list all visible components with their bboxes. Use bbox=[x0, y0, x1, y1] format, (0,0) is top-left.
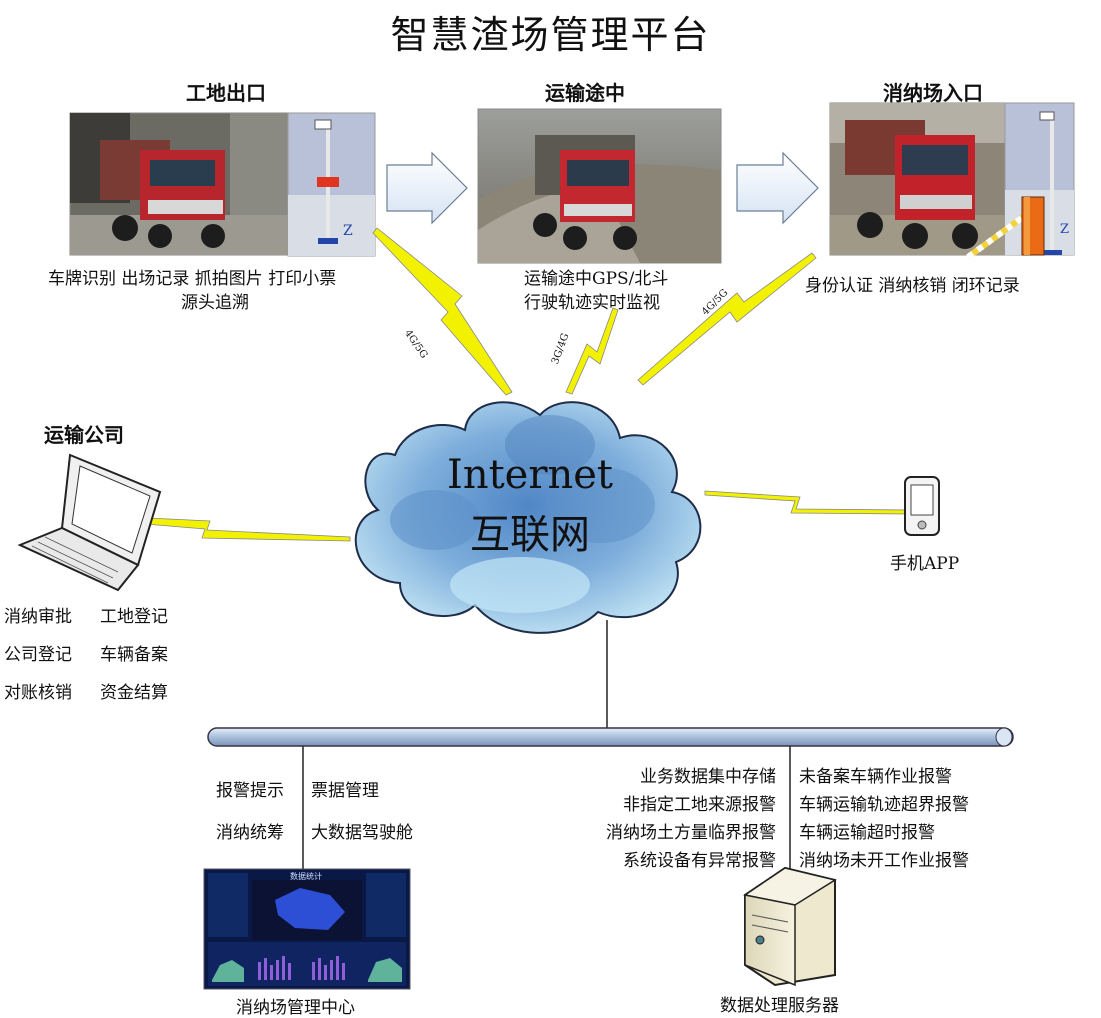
site-exit-features: 车牌识别 出场记录 抓拍图片 打印小票 bbox=[48, 269, 337, 289]
company-function: 对账核销 bbox=[4, 683, 72, 703]
link-bolt-site-exit bbox=[372, 227, 513, 396]
svg-text:Z: Z bbox=[343, 223, 353, 239]
laptop-icon bbox=[17, 453, 162, 592]
mobile-app-label: 手机APP bbox=[890, 554, 960, 574]
management-center-label: 消纳场管理中心 bbox=[236, 998, 355, 1018]
center-function: 大数据驾驶舱 bbox=[311, 823, 413, 843]
center-function: 报警提示 bbox=[216, 781, 284, 801]
cloud-label-internet: Internet bbox=[447, 452, 613, 498]
site-exit-photo bbox=[69, 112, 289, 256]
link-bolt-transit bbox=[565, 307, 619, 395]
dashboard-screen-title: 数据统计 bbox=[290, 872, 322, 881]
page-title: 智慧渣场管理平台 bbox=[390, 13, 711, 57]
barrier-gate-icon bbox=[966, 196, 1045, 260]
in-transit-features-line2: 行驶轨迹实时监视 bbox=[524, 293, 660, 313]
server-function-left: 非指定工地来源报警 bbox=[623, 795, 776, 815]
cloud-label-cn: 互联网 bbox=[470, 512, 590, 558]
yard-entrance-features: 身份认证 消纳核销 闭环记录 bbox=[805, 276, 1020, 296]
server-function-right: 车辆运输超时报警 bbox=[799, 823, 935, 843]
server-function-left: 系统设备有异常报警 bbox=[623, 851, 776, 871]
in-transit-features: 运输途中GPS/北斗 bbox=[524, 269, 669, 289]
server-label: 数据处理服务器 bbox=[720, 996, 839, 1016]
transport-company-title: 运输公司 bbox=[44, 423, 124, 447]
svg-text:Z: Z bbox=[1060, 222, 1069, 237]
internet-cloud-icon bbox=[354, 401, 702, 634]
center-function: 票据管理 bbox=[311, 781, 379, 801]
truck-icon bbox=[845, 120, 978, 249]
dashboard-screen bbox=[203, 868, 411, 990]
truck-icon bbox=[533, 135, 637, 250]
server-function-left: 业务数据集中存储 bbox=[640, 767, 776, 787]
truck-icon bbox=[100, 140, 225, 248]
company-function: 车辆备案 bbox=[100, 645, 168, 665]
company-function: 消纳审批 bbox=[4, 607, 72, 627]
server-function-right: 消纳场未开工作业报警 bbox=[799, 851, 969, 871]
server-function-left: 消纳场土方量临界报警 bbox=[606, 823, 776, 843]
company-function: 工地登记 bbox=[100, 607, 168, 627]
server-function-right: 车辆运输轨迹超界报警 bbox=[799, 795, 969, 815]
site-exit-features-line2: 源头追溯 bbox=[181, 293, 249, 313]
server-function-right: 未备案车辆作业报警 bbox=[799, 767, 952, 787]
server-icon bbox=[743, 866, 837, 987]
link-bolt-yard bbox=[637, 252, 817, 386]
stage-in-transit-title: 运输途中 bbox=[545, 81, 625, 105]
yard-entrance-photo bbox=[829, 102, 1006, 256]
center-function: 消纳统筹 bbox=[216, 823, 284, 843]
network-bus bbox=[207, 727, 1014, 747]
flow-arrow-1 bbox=[386, 151, 468, 225]
mobile-phone-icon bbox=[904, 476, 940, 536]
stage-site-exit-title: 工地出口 bbox=[186, 81, 266, 105]
exit-camera-pole-icon: Z bbox=[287, 112, 376, 257]
flow-arrow-2 bbox=[736, 151, 819, 225]
link-bolt-mobile bbox=[704, 490, 913, 515]
in-transit-photo bbox=[477, 108, 722, 264]
stage-yard-entrance-title: 消纳场入口 bbox=[883, 81, 983, 105]
company-function: 资金结算 bbox=[100, 683, 168, 703]
company-function: 公司登记 bbox=[4, 645, 72, 665]
